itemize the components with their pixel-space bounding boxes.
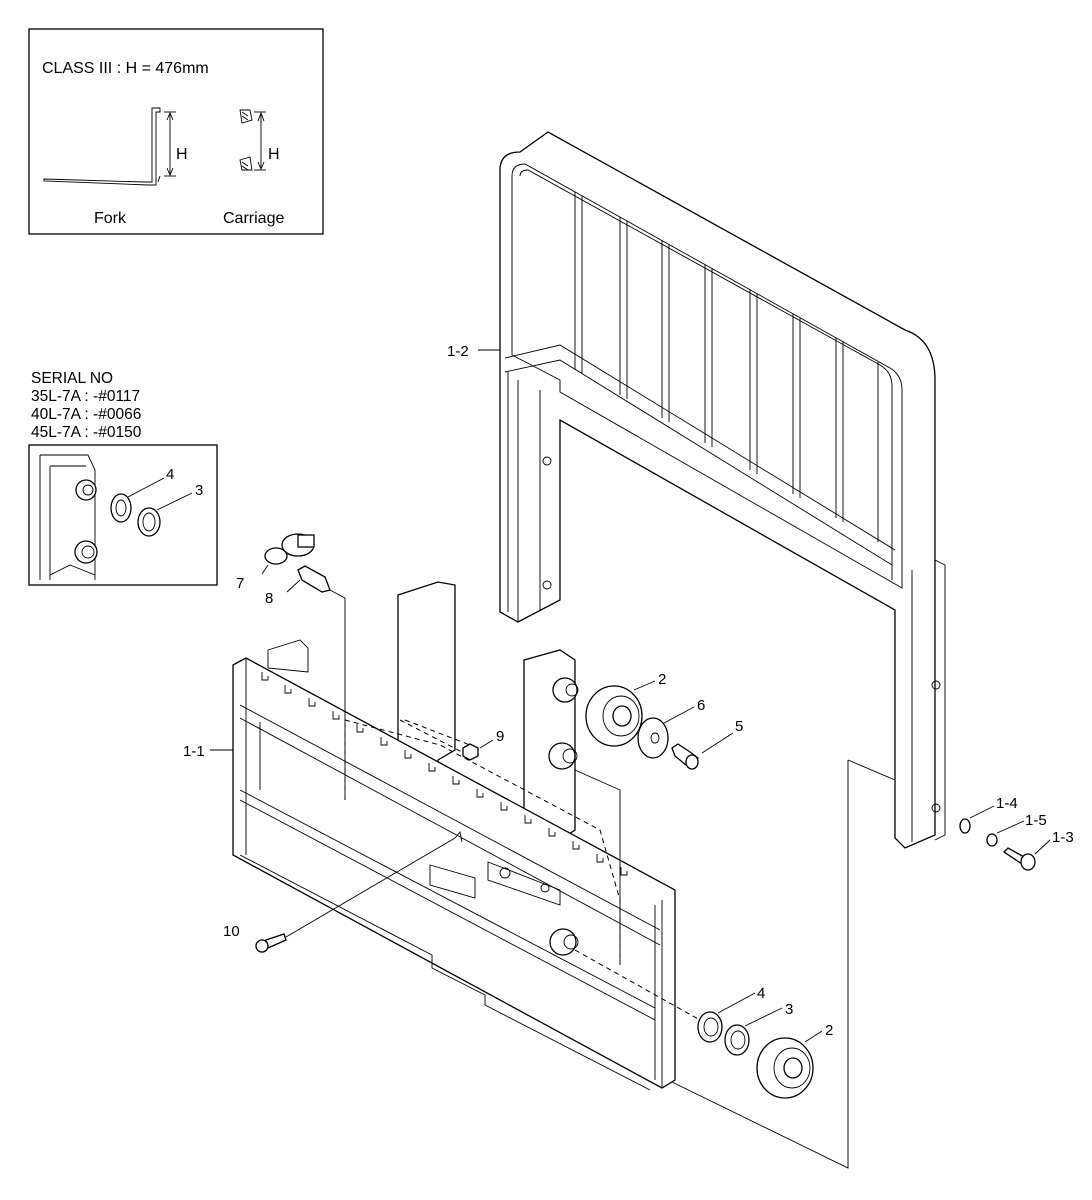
roller-2-lower: 2	[756, 1022, 833, 1099]
callout-2-lower: 2	[825, 1022, 833, 1039]
side-roller-7: 7	[236, 533, 315, 592]
callout-1-5: 1-5	[1025, 812, 1047, 829]
callout-3-lower: 3	[785, 1001, 793, 1018]
plate-6: 6	[637, 697, 705, 759]
callout-10: 10	[223, 923, 240, 940]
shim-3-lower: 3	[724, 1001, 793, 1056]
roller-2-upper: 2	[585, 671, 666, 747]
serial-line-35l: 35L-7A : -#0117	[31, 388, 141, 405]
pin-8: 8	[265, 565, 346, 800]
fork-dim-label: H	[176, 146, 188, 163]
load-backrest: 1-2	[447, 131, 946, 849]
serial-detail-box: 4 3	[28, 444, 218, 586]
carriage-sketch: H Carriage	[223, 109, 284, 227]
callout-7: 7	[236, 575, 244, 592]
callout-inset-3: 3	[195, 482, 203, 499]
nut-9: 9	[399, 719, 504, 761]
serial-heading: SERIAL NO	[31, 370, 114, 387]
callout-1-4: 1-4	[996, 795, 1018, 812]
inset-shim-3-shape	[137, 507, 161, 537]
callout-1-3: 1-3	[1052, 829, 1074, 846]
callout-1-1: 1-1	[183, 743, 205, 760]
callout-5: 5	[735, 718, 743, 735]
carriage-caption: Carriage	[223, 210, 284, 227]
callout-inset-4: 4	[166, 466, 174, 483]
serial-number-block: SERIAL NO 35L-7A : -#0117 40L-7A : -#006…	[31, 370, 141, 442]
callout-4-lower: 4	[757, 985, 765, 1002]
serial-line-40l: 40L-7A : -#0066	[31, 406, 142, 423]
callout-2-upper: 2	[658, 671, 666, 688]
washer-4-lower: 4	[697, 985, 765, 1043]
washer-1-5: 1-5	[986, 812, 1047, 847]
fork-caption: Fork	[94, 210, 127, 227]
fork-sketch: H Fork	[43, 107, 188, 227]
washer-1-4: 1-4	[959, 795, 1018, 834]
bolt-5: 5	[671, 718, 743, 770]
callout-1-2: 1-2	[447, 343, 469, 360]
inset-washer-4-shape	[110, 493, 132, 523]
callout-9: 9	[496, 728, 504, 745]
class-spec-text: CLASS III : H = 476mm	[42, 60, 209, 77]
bolt-10: 10	[223, 830, 463, 953]
carriage: 1-1	[183, 581, 676, 1091]
callout-8: 8	[265, 590, 273, 607]
class-spec-box: CLASS III : H = 476mm H Fork H Carriage	[28, 28, 324, 235]
bolt-1-3: 1-3	[1002, 829, 1074, 871]
carriage-dim-label: H	[268, 146, 280, 163]
callout-6: 6	[697, 697, 705, 714]
serial-line-45l: 45L-7A : -#0150	[31, 424, 142, 441]
